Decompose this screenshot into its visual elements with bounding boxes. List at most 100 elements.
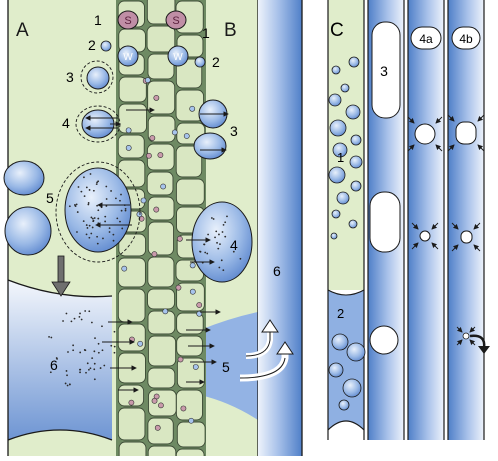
vesicle <box>129 336 135 343</box>
vesicle <box>189 105 196 112</box>
particle <box>108 227 111 230</box>
particle <box>119 199 121 202</box>
particle <box>120 209 123 212</box>
plant-cell <box>147 80 176 115</box>
particle <box>232 250 235 253</box>
particle <box>104 215 107 218</box>
bubble-4a-top <box>414 123 436 145</box>
small-droplet-b2 <box>194 56 206 68</box>
plant-cell <box>117 159 146 188</box>
plant-cell <box>118 441 147 461</box>
plant-cell <box>117 407 146 441</box>
particle <box>97 209 100 212</box>
plant-cell <box>175 58 203 89</box>
wax-droplet-b: W <box>167 45 189 67</box>
particle <box>92 189 95 192</box>
particle <box>93 350 96 353</box>
label-a-4: 4 <box>62 115 70 131</box>
particle <box>215 230 218 233</box>
particle <box>89 367 92 370</box>
pressure-arrow <box>431 222 439 230</box>
particle <box>222 223 225 226</box>
cell-droplet <box>332 142 348 158</box>
cell-droplet <box>328 166 346 184</box>
particle <box>83 176 85 179</box>
plant-cell <box>147 53 175 80</box>
plant-cell <box>117 288 146 323</box>
plant-cell <box>176 312 204 335</box>
vessel-b <box>258 0 302 456</box>
particle <box>214 236 216 239</box>
flow-arrow-icon <box>239 319 294 382</box>
plant-cell <box>175 448 205 461</box>
bubble-3-bottom <box>369 325 399 355</box>
cell-droplet <box>336 191 350 205</box>
particle <box>66 384 69 387</box>
particle <box>85 186 88 189</box>
particle <box>62 320 64 322</box>
vesicle <box>151 397 158 404</box>
particle <box>97 222 100 225</box>
particle <box>124 207 127 210</box>
plant-cell <box>146 171 174 196</box>
particle <box>93 368 96 371</box>
glyph-w-a: W <box>123 52 133 63</box>
particle <box>86 362 89 365</box>
vesicle <box>125 144 132 151</box>
glyph-s-b: S <box>172 15 179 27</box>
pressure-arrow <box>411 242 419 250</box>
lumen-a-bottom <box>8 280 112 440</box>
particle <box>56 358 58 360</box>
pressure-arrow <box>447 144 455 152</box>
particle <box>96 242 99 245</box>
particle <box>83 349 86 351</box>
particle <box>92 219 95 222</box>
panel-c-droplets <box>328 56 366 411</box>
vesicle <box>157 152 164 158</box>
particle <box>120 193 122 196</box>
particle <box>93 217 96 219</box>
droplet-a-left-bottom <box>4 206 52 256</box>
particle <box>102 237 104 240</box>
cell-droplet <box>342 378 362 398</box>
pressure-arrow <box>451 244 459 252</box>
particle <box>96 204 98 207</box>
particle <box>206 252 209 255</box>
cell-droplet <box>331 209 341 219</box>
label-a-5: 5 <box>46 190 54 206</box>
particle <box>100 206 103 209</box>
particle <box>91 226 94 229</box>
bubble-4b-bottom <box>462 332 470 340</box>
particle <box>97 217 100 220</box>
particle <box>210 217 213 219</box>
particle <box>112 233 115 236</box>
particle <box>222 269 225 272</box>
bubble-4a-mid <box>419 230 431 242</box>
bubble-4b-mid <box>460 230 473 244</box>
particle <box>224 221 227 224</box>
vesicle <box>162 308 169 315</box>
particle <box>64 382 67 385</box>
particle <box>85 371 87 374</box>
particle <box>80 190 83 193</box>
particle <box>105 185 108 188</box>
label-a-3: 3 <box>66 69 74 85</box>
plant-cell <box>147 115 176 143</box>
vessel-c-4a <box>408 0 444 440</box>
particle <box>121 227 124 230</box>
particle <box>90 216 93 219</box>
particle <box>221 231 224 233</box>
label-c-4a: 4a <box>419 32 433 46</box>
exit-arrow-icon <box>469 334 486 349</box>
label-b-5: 5 <box>222 359 230 375</box>
label-a-1: 1 <box>94 12 102 28</box>
particle <box>199 250 202 253</box>
label-a-6: 6 <box>50 357 58 373</box>
label-c-1: 1 <box>337 150 344 165</box>
lumen-b-bottom <box>200 312 258 420</box>
particle <box>119 220 121 223</box>
label-c-4b: 4b <box>459 32 473 46</box>
cell-droplet <box>331 333 349 351</box>
panel-label-a: A <box>16 20 29 41</box>
